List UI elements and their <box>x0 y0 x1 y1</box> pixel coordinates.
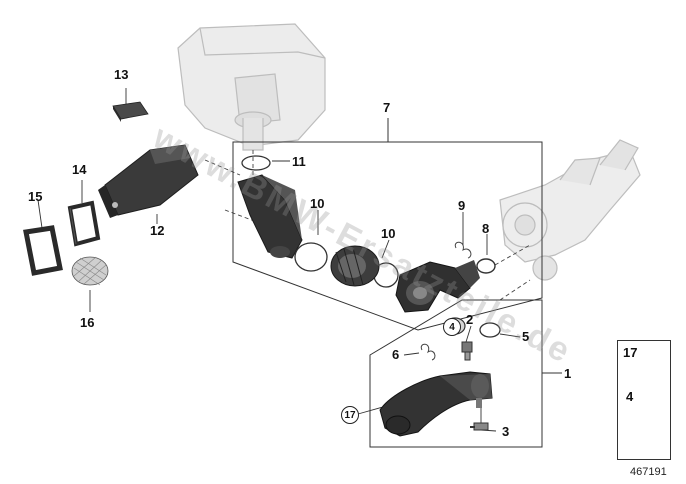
callout-12: 12 <box>150 223 165 238</box>
air-filter-housing-ghost <box>177 23 326 151</box>
part-16-mesh <box>71 256 109 286</box>
callout-4-circled: 4 <box>443 318 461 336</box>
callout-5: 5 <box>522 329 530 344</box>
callout-10-right: 10 <box>381 226 396 241</box>
part-7-elbow <box>395 260 480 313</box>
part-10-ring-a <box>294 242 328 272</box>
part-7-hose <box>237 174 303 259</box>
callout-8: 8 <box>482 221 490 236</box>
callout-16: 16 <box>80 315 95 330</box>
callout-11: 11 <box>292 154 306 169</box>
part-2-fitting <box>461 341 473 361</box>
turbocharger-ghost <box>499 139 641 281</box>
group-frame-7 <box>232 118 543 331</box>
part-15-frame <box>23 225 63 276</box>
part-12-intake-duct <box>98 144 199 218</box>
callout-15: 15 <box>28 189 43 204</box>
callout-6: 6 <box>392 347 400 362</box>
legend-item-4: 4 <box>626 389 634 404</box>
callout-3: 3 <box>502 424 510 439</box>
callout-10-left: 10 <box>310 196 325 211</box>
part-9-clip <box>454 241 472 259</box>
callout-7: 7 <box>383 100 391 115</box>
part-13-pad <box>112 101 149 122</box>
callout-9: 9 <box>458 198 466 213</box>
fastener-legend <box>617 340 671 460</box>
callout-14: 14 <box>72 162 87 177</box>
part-7-bellows <box>330 245 380 287</box>
part-5-ring <box>479 322 501 338</box>
callout-1: 1 <box>564 366 572 381</box>
part-14-frame <box>67 200 101 247</box>
part-1-pipe <box>379 371 493 437</box>
legend-item-17: 17 <box>623 345 638 360</box>
part-3-sensor <box>470 422 489 431</box>
part-8-oring <box>476 258 496 274</box>
callout-2: 2 <box>466 312 474 327</box>
callout-17-circled: 17 <box>341 406 359 424</box>
part-6-clip <box>420 343 436 361</box>
callout-13: 13 <box>114 67 129 82</box>
diagram-number: 467191 <box>630 466 667 478</box>
part-11-oring <box>241 155 271 171</box>
group-frame-1 <box>369 299 562 448</box>
